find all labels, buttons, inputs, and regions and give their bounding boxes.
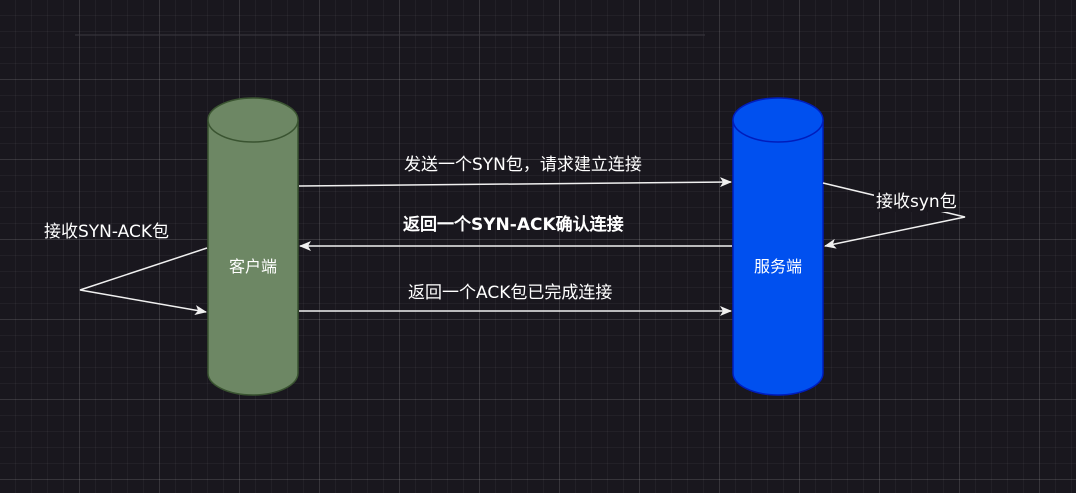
- client-self-label: 接收SYN-ACK包: [44, 222, 169, 242]
- server-self-label: 接收syn包: [876, 192, 957, 212]
- server-self-edge[interactable]: 接收syn包: [822, 182, 966, 249]
- server-self-label-bg: [874, 190, 958, 212]
- server-cylinder-body: [732, 120, 824, 396]
- client-label: 客户端: [229, 257, 277, 276]
- client-cylinder-body: [207, 120, 299, 396]
- server-label: 服务端: [754, 257, 802, 276]
- client-self-edge[interactable]: 接收SYN-ACK包: [44, 222, 208, 316]
- server-node[interactable]: 服务端: [732, 97, 824, 396]
- client-self-arrow: [79, 247, 208, 316]
- client-node[interactable]: 客户端: [207, 97, 299, 396]
- server-cylinder-top: [732, 97, 824, 143]
- server-self-arrow: [822, 182, 966, 249]
- client-cylinder-top: [207, 97, 299, 143]
- syn-edge-label: 发送一个SYN包，请求建立连接: [404, 155, 642, 175]
- syn-ack-edge[interactable]: 返回一个SYN-ACK确认连接: [299, 214, 732, 251]
- syn-ack-edge-label: 返回一个SYN-ACK确认连接: [403, 214, 624, 235]
- ack-edge-label: 返回一个ACK包已完成连接: [408, 283, 612, 303]
- syn-arrow: [298, 177, 732, 188]
- syn-edge[interactable]: 发送一个SYN包，请求建立连接: [298, 155, 732, 188]
- ack-edge[interactable]: 返回一个ACK包已完成连接: [299, 283, 732, 316]
